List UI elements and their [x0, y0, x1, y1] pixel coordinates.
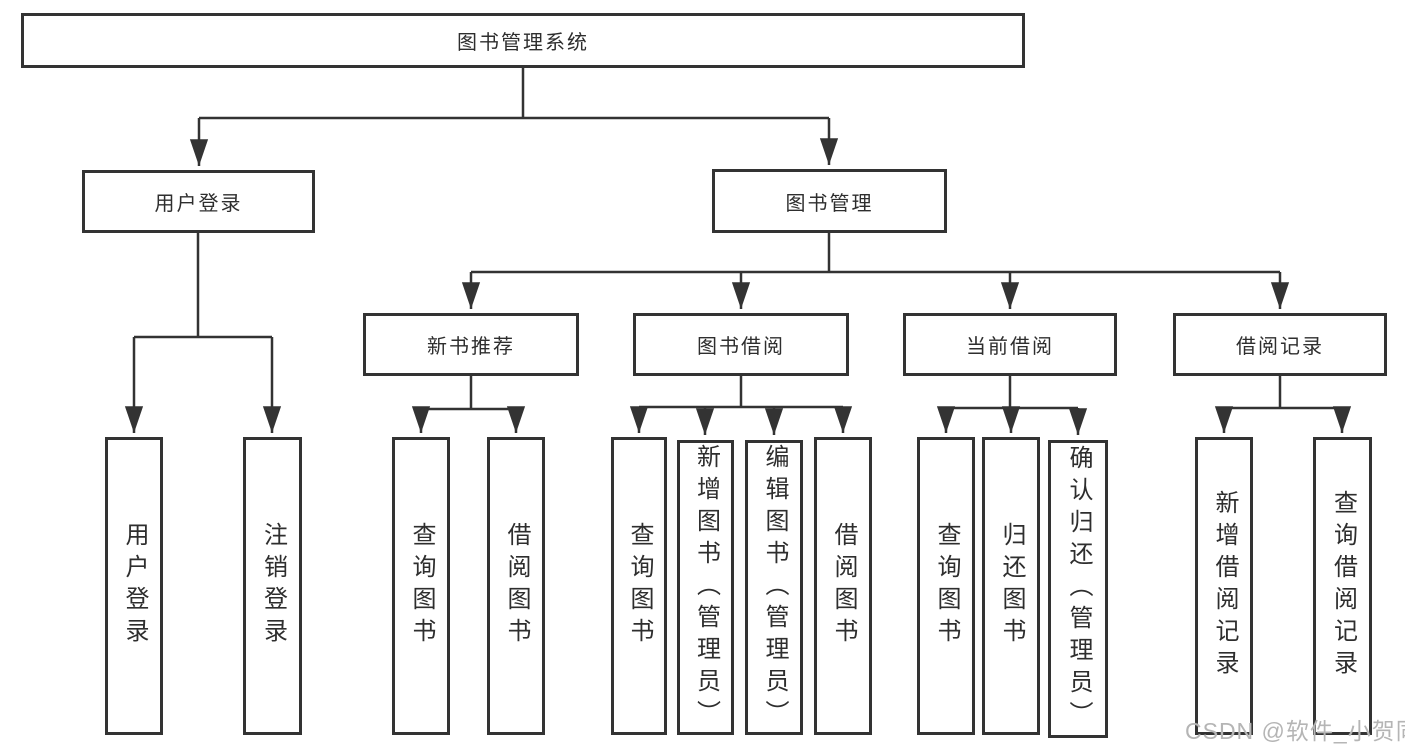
node-label: 图书管理系统 — [457, 32, 589, 54]
node-label: 查询图书 — [626, 522, 653, 650]
connector-userlogin-to-leaves — [124, 233, 282, 433]
node-book-borrowing: 图书借阅 — [633, 313, 849, 376]
node-leaf-query-books: 查询图书 — [611, 437, 667, 735]
node-label: 新增图书（管理员） — [692, 443, 720, 732]
node-label: 借阅图书 — [830, 522, 857, 650]
node-label: 注销登录 — [259, 522, 287, 650]
node-leaf-borrow-books: 借阅图书 — [814, 437, 872, 735]
node-label: 归还图书 — [998, 522, 1025, 650]
csdn-watermark: CSDN @软件_小贺同学 — [1185, 718, 1405, 744]
node-label: 查询借阅记录 — [1329, 490, 1357, 682]
connector-root-to-level1 — [189, 68, 839, 166]
node-label: 查询图书 — [933, 522, 960, 650]
connector-newbookrec-to-leaves — [411, 376, 526, 433]
node-book-management: 图书管理 — [712, 169, 947, 233]
node-label: 借阅记录 — [1236, 336, 1324, 358]
node-label: 当前借阅 — [966, 336, 1054, 358]
node-label: 新增借阅记录 — [1211, 490, 1238, 682]
node-leaf-query-books: 查询图书 — [392, 437, 450, 735]
connector-bookmgmt-to-level2 — [461, 233, 1290, 309]
node-leaf-return-books: 归还图书 — [982, 437, 1040, 735]
node-label: 查询图书 — [408, 522, 435, 650]
node-user-login: 用户登录 — [82, 170, 315, 233]
connector-bookborrow-to-leaves — [629, 376, 853, 435]
node-new-book-recommendation: 新书推荐 — [363, 313, 579, 376]
node-leaf-add-borrow-record: 新增借阅记录 — [1195, 437, 1253, 735]
node-label: 图书借阅 — [697, 336, 785, 358]
node-label: 新书推荐 — [427, 336, 515, 358]
node-label: 确认归还（管理员） — [1065, 445, 1092, 733]
node-label: 借阅图书 — [503, 522, 530, 650]
connector-borrowrecords-to-leaves — [1214, 376, 1352, 433]
node-label: 用户登录 — [121, 522, 148, 650]
node-borrowing-records: 借阅记录 — [1173, 313, 1387, 376]
node-current-borrowing: 当前借阅 — [903, 313, 1117, 376]
connector-currentborrow-to-leaves — [936, 376, 1088, 435]
node-leaf-confirm-return-admin: 确认归还（管理员） — [1048, 440, 1108, 738]
node-library-management-system: 图书管理系统 — [21, 13, 1025, 68]
node-leaf-query-books: 查询图书 — [917, 437, 975, 735]
node-leaf-user-login: 用户登录 — [105, 437, 163, 735]
node-leaf-borrow-books: 借阅图书 — [487, 437, 545, 735]
node-label: 编辑图书（管理员） — [761, 443, 788, 732]
node-leaf-edit-books-admin: 编辑图书（管理员） — [745, 440, 803, 735]
node-leaf-query-borrow-record: 查询借阅记录 — [1313, 437, 1372, 735]
node-label: 用户登录 — [154, 193, 243, 215]
node-leaf-add-books-admin: 新增图书（管理员） — [677, 440, 734, 735]
node-leaf-logout: 注销登录 — [243, 437, 302, 735]
node-label: 图书管理 — [785, 192, 874, 215]
